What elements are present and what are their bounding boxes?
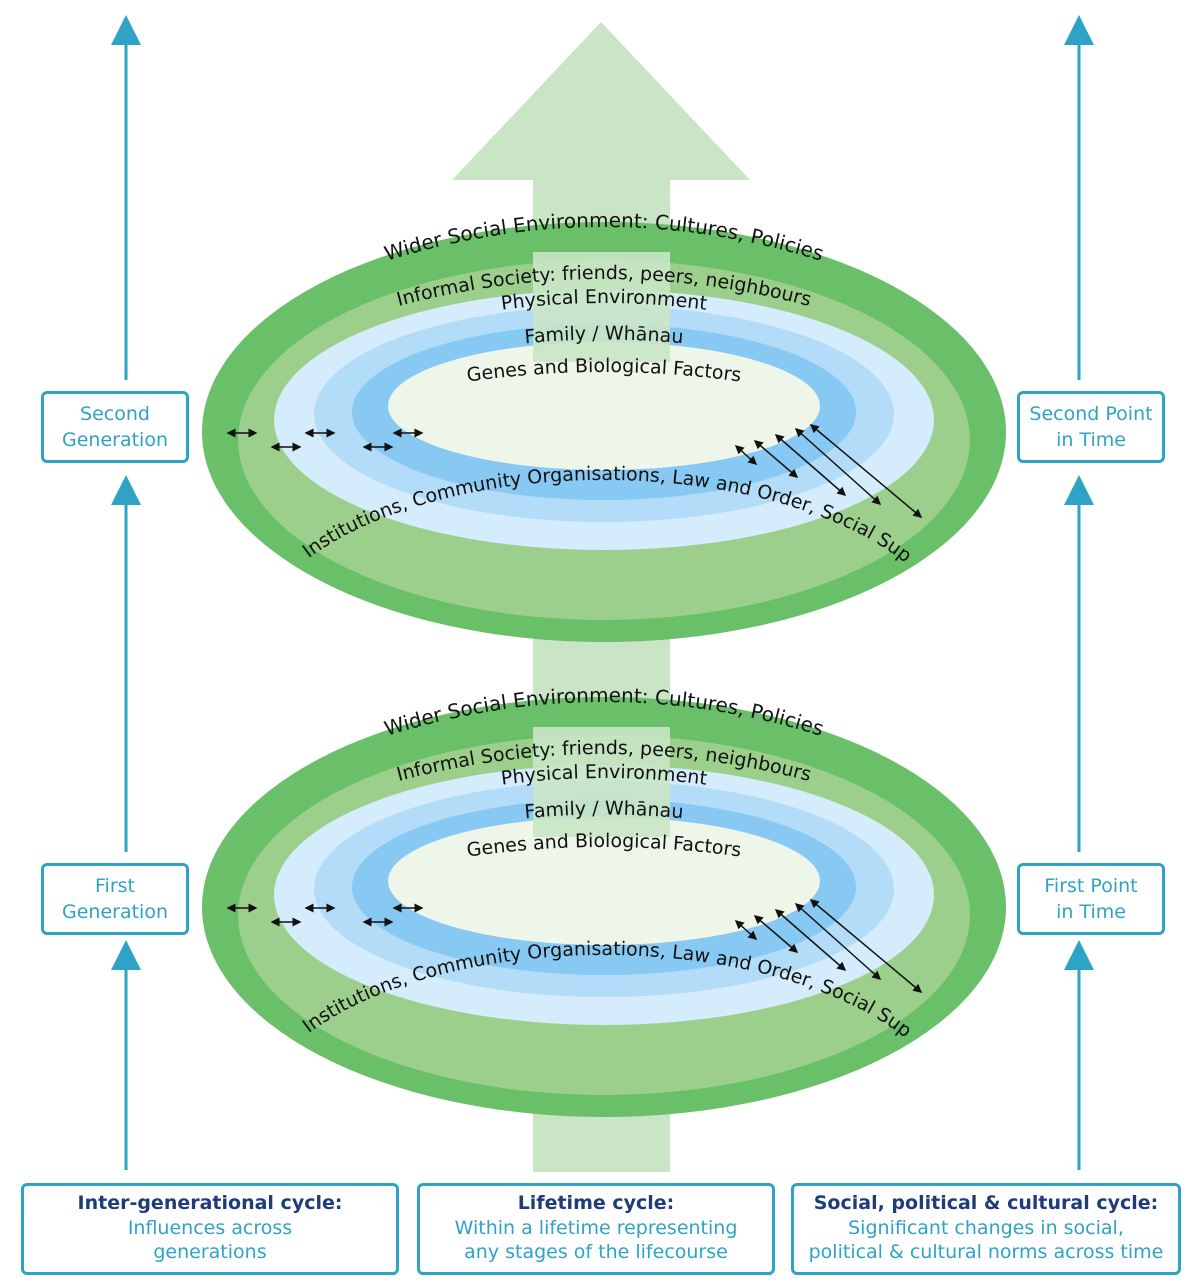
lifetime-arrow-trunk-lower — [533, 727, 670, 837]
genes-core-lower — [388, 817, 820, 945]
social-cycle-line1: Significant changes in social, — [848, 1217, 1124, 1239]
social-political-cultural-cycle-box: Social, political & cultural cycle: Sign… — [791, 1183, 1181, 1275]
first-point-line2: in Time — [1056, 901, 1126, 923]
lifetime-arrow-trunk-upper — [533, 252, 670, 362]
ecological-rings-upper: Wider Social Environment: Cultures, Poli… — [0, 0, 1006, 642]
inter-generational-cycle-box: Inter-generational cycle: Influences acr… — [21, 1183, 399, 1275]
family-label-upper: Family / Whānau — [524, 322, 685, 348]
first-generation-box: First Generation — [41, 863, 189, 935]
second-point-line2: in Time — [1056, 429, 1126, 451]
first-generation-line2: Generation — [62, 901, 168, 923]
lifetime-cycle-line2: any stages of the lifecourse — [464, 1241, 728, 1263]
family-label-lower: Family / Whānau — [524, 797, 685, 823]
social-cycle-title: Social, political & cultural cycle: — [813, 1192, 1159, 1214]
inter-generational-line2: generations — [153, 1241, 267, 1263]
second-generation-box: Second Generation — [41, 391, 189, 463]
second-point-line1: Second Point — [1029, 403, 1153, 425]
first-generation-line1: First — [95, 875, 135, 897]
inter-generational-line1: Influences across — [127, 1217, 293, 1239]
second-generation-line2: Generation — [62, 429, 168, 451]
interaction-arrows-right-upper — [734, 424, 923, 518]
lifetime-cycle-box: Lifetime cycle: Within a lifetime repres… — [417, 1183, 775, 1275]
second-generation-line1: Second — [80, 403, 150, 425]
genes-core-upper — [388, 342, 820, 470]
social-cycle-line2: political & cultural norms across time — [808, 1241, 1164, 1263]
first-point-line1: First Point — [1044, 875, 1138, 897]
interaction-arrows-left-upper — [226, 428, 424, 452]
double-arrow-right-5-lower — [809, 899, 923, 993]
double-arrow-right-5-upper — [809, 424, 923, 518]
lifetime-cycle-title: Lifetime cycle: — [517, 1192, 675, 1214]
second-point-in-time-box: Second Point in Time — [1017, 391, 1165, 463]
interaction-arrows-left-lower — [226, 903, 424, 927]
double-arrow-right-1-upper — [734, 444, 758, 466]
double-arrow-right-1-lower — [734, 919, 758, 941]
first-point-in-time-box: First Point in Time — [1017, 863, 1165, 935]
interaction-arrows-right-lower — [734, 899, 923, 993]
lifetime-cycle-line1: Within a lifetime representing — [454, 1217, 738, 1239]
inter-generational-title: Inter-generational cycle: — [77, 1192, 343, 1214]
